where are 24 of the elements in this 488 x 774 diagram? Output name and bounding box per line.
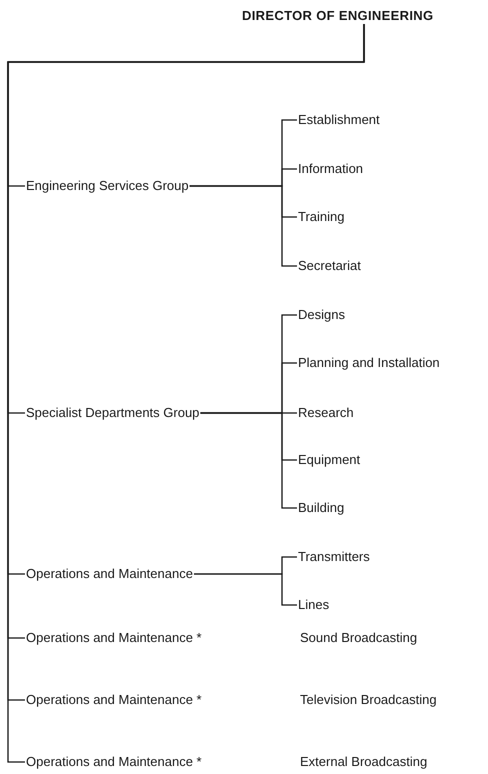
unit-label: Research (298, 405, 354, 421)
unit-label: Designs (298, 307, 345, 323)
branch-label: External Broadcasting (300, 754, 428, 770)
branch-label: Sound Broadcasting (300, 630, 418, 646)
unit-label: Equipment (298, 452, 360, 468)
unit-label: Operations and Maintenance * (26, 630, 202, 646)
heading-text: DIRECTOR OF ENGINEERING (242, 8, 434, 24)
unit-label: Secretariat (298, 258, 361, 274)
unit-label: Lines (298, 597, 330, 613)
unit-label: Training (298, 209, 344, 225)
unit-label: Operations and Maintenance * (26, 754, 202, 770)
unit-label: Engineering Services Group (26, 178, 189, 194)
connector-line (200, 412, 297, 509)
unit-label: Operations and Maintenance * (26, 692, 202, 708)
branch-label: Television Broadcasting (300, 692, 437, 708)
unit-label: Information (298, 161, 364, 177)
unit-label: Transmitters (298, 549, 370, 565)
connector-line (190, 185, 297, 267)
connector-line (194, 573, 297, 606)
unit-label: Specialist Departments Group (26, 405, 200, 421)
unit-label: Building (298, 500, 344, 516)
unit-label: Establishment (298, 112, 380, 128)
unit-label: Operations and Maintenance (26, 566, 193, 582)
unit-label: Planning and Installation (298, 355, 440, 371)
